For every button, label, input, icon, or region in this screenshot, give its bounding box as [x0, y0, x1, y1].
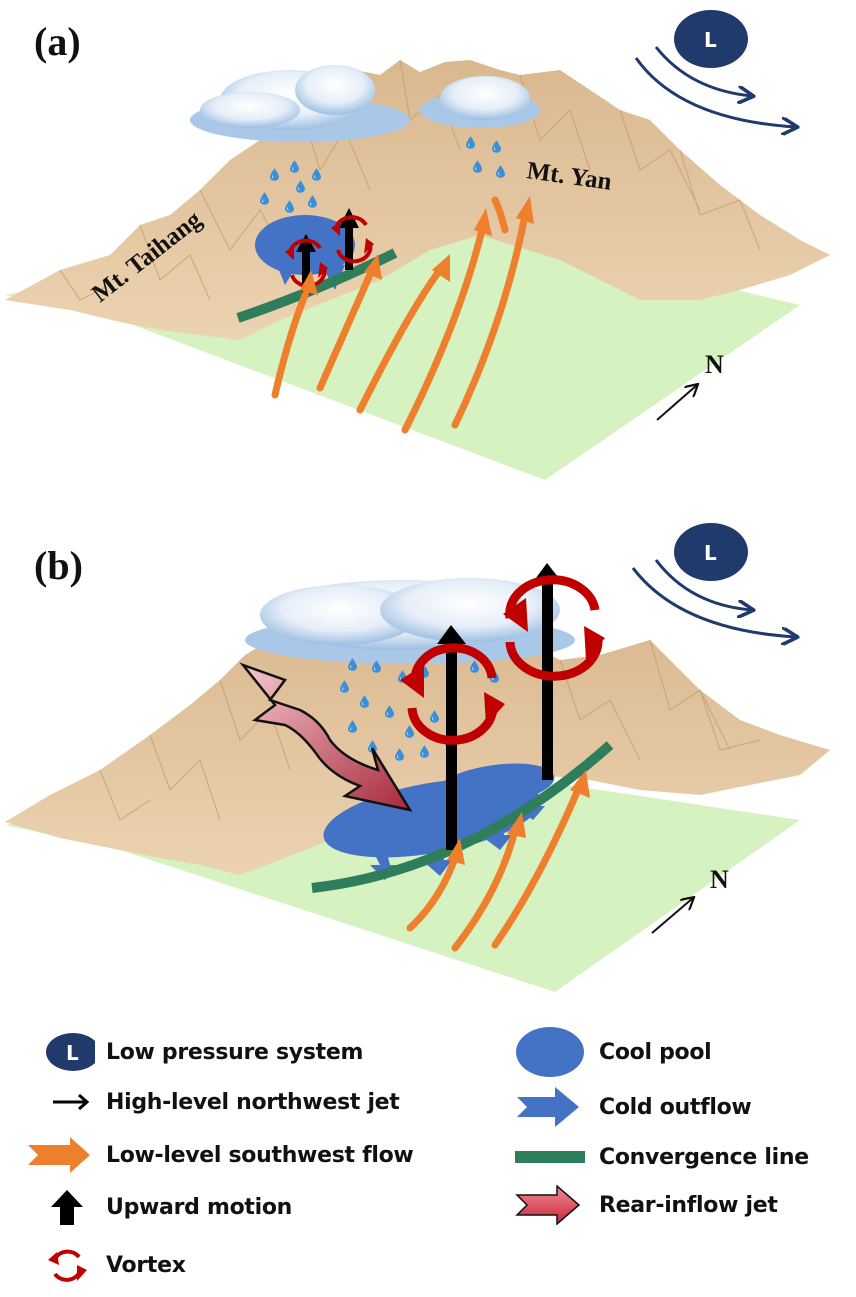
- north-label: N: [705, 350, 724, 379]
- legend-label: High-level northwest jet: [106, 1089, 400, 1115]
- green-line-icon: [515, 1137, 585, 1177]
- legend-item-southwest-flow: Low-level southwest flow: [18, 1135, 414, 1175]
- red-arrow-icon: [515, 1185, 585, 1225]
- low-pressure-system: L: [674, 523, 748, 581]
- low-pressure-icon: L: [30, 1032, 100, 1072]
- legend-item-vortex: Vortex: [30, 1245, 186, 1285]
- panel-b-label: (b): [34, 543, 83, 588]
- cool-pool-icon: [515, 1027, 585, 1077]
- legend-item-low-pressure: L Low pressure system: [30, 1032, 363, 1072]
- northwest-jet-arrows: [631, 559, 796, 637]
- legend-label: Vortex: [106, 1252, 186, 1278]
- convergence-line: [311, 741, 614, 893]
- low-pressure-system: L: [674, 10, 748, 68]
- legend-item-convergence-line: Convergence line: [515, 1137, 809, 1177]
- legend-label: Upward motion: [106, 1194, 293, 1220]
- legend: L Low pressure system High-level northwe…: [0, 1020, 856, 1297]
- legend-label: Low-level southwest flow: [106, 1142, 414, 1168]
- legend-item-rear-inflow-jet: Rear-inflow jet: [515, 1185, 778, 1225]
- panel-a-label: (a): [34, 19, 81, 64]
- north-arrow: N: [651, 865, 729, 934]
- southwest-flow-heads: [447, 770, 590, 865]
- orange-arrow-icon: [18, 1135, 100, 1175]
- southwest-flow-heads: [300, 196, 534, 295]
- low-pressure-icon-letter: L: [66, 1041, 79, 1065]
- up-arrow-icon: [30, 1187, 100, 1227]
- southwest-flow-arrows: [406, 781, 584, 952]
- southwest-flow-arrows: [271, 196, 529, 434]
- low-pressure-label: L: [704, 541, 717, 565]
- mountain-range: [5, 615, 830, 875]
- northwest-jet-arrows: [634, 46, 796, 127]
- legend-label: Low pressure system: [106, 1039, 364, 1065]
- panel-a-diagram: Mt. Taihang Mt. Yan L N: [5, 10, 830, 480]
- legend-item-upward-motion: Upward motion: [30, 1187, 292, 1227]
- legend-item-cool-pool: Cool pool: [515, 1027, 712, 1077]
- legend-label: Convergence line: [599, 1144, 809, 1170]
- panel-a: (a): [0, 0, 856, 500]
- panel-b-diagram: L N: [5, 523, 830, 992]
- legend-item-cold-outflow: Cold outflow: [515, 1087, 752, 1127]
- cloud-west: [190, 65, 410, 142]
- vortex-icon: [30, 1245, 100, 1285]
- panel-b: (b): [0, 520, 856, 1000]
- thin-arrow-icon: [30, 1082, 100, 1122]
- legend-label: Cold outflow: [599, 1094, 752, 1120]
- legend-label: Rear-inflow jet: [599, 1192, 778, 1218]
- north-label: N: [710, 865, 729, 894]
- legend-label: Cool pool: [599, 1039, 712, 1065]
- legend-item-northwest-jet: High-level northwest jet: [30, 1082, 400, 1122]
- low-pressure-label: L: [704, 28, 717, 52]
- vortex-pair: [400, 575, 605, 745]
- rear-inflow-jet: [239, 662, 413, 812]
- cloud-east: [420, 76, 540, 128]
- north-arrow: N: [656, 350, 724, 421]
- blue-arrow-icon: [515, 1087, 585, 1127]
